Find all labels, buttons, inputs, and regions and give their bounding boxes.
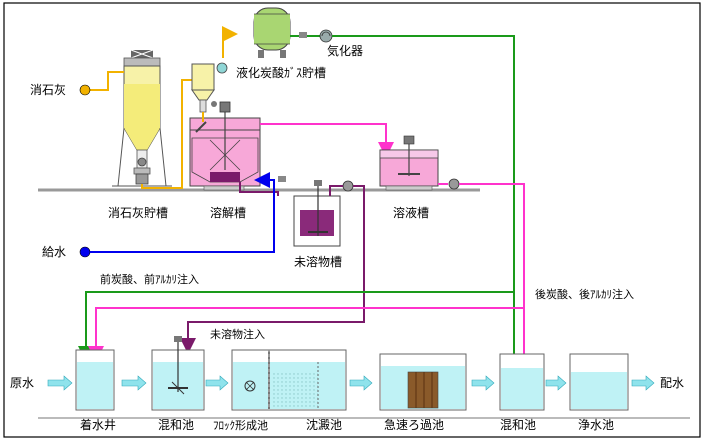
water-supply-line [90, 172, 275, 253]
label-undissolved-tank: 未溶物槽 [294, 255, 343, 269]
clear-well [569, 353, 629, 411]
undissolved-injection-line [180, 185, 365, 354]
receiving-well [75, 349, 115, 411]
label-water-supply: 給水 [42, 245, 67, 259]
solution-agitator-icon [403, 135, 415, 145]
label-co2-tank: 液化炭酸ｶﾞｽ貯槽 [236, 66, 327, 80]
pre-co2-line [78, 291, 514, 362]
label-mixing-basin-1: 混和池 [158, 418, 195, 432]
label-rapid-filter: 急速ろ過池 [384, 418, 445, 432]
flocculator-icon [244, 380, 256, 392]
post-alkali-line [459, 183, 532, 376]
undissolved-pump-icon [342, 180, 354, 192]
lime-inlet-pump-icon [79, 84, 91, 96]
label-mixing-basin-2: 混和池 [500, 418, 537, 432]
label-receiving-well: 着水井 [80, 418, 117, 432]
water-valve-icon [278, 176, 286, 182]
agitator-motor-icon [219, 101, 231, 113]
label-undissolved-injection: 未溶物注入 [210, 328, 265, 341]
label-flocculation: ﾌﾛｯｸ形成池 [213, 419, 268, 432]
rapid-filter-basin [379, 353, 467, 411]
mixing-basin-2 [499, 353, 545, 411]
solution-tank [379, 135, 439, 191]
slaked-lime-storage-tank [112, 49, 172, 187]
label-clear-well: 浄水池 [578, 418, 615, 432]
label-slaked-lime-storage: 消石灰貯槽 [108, 206, 169, 220]
pre-alkali-line [88, 307, 524, 362]
label-sedimentation: 沈澱池 [306, 418, 343, 432]
water-supply-pump-icon [79, 246, 91, 258]
label-pre-injection: 前炭酸、前ｱﾙｶﾘ注入 [100, 273, 199, 286]
label-distribution: 配水 [660, 376, 685, 390]
mixing-basin-1 [151, 336, 205, 411]
label-solution-tank: 溶液槽 [393, 206, 430, 220]
co2-storage-tank [253, 7, 291, 58]
co2-valve-icon [299, 32, 307, 38]
lime-transfer-line [141, 79, 194, 189]
mixer-motor-icon [174, 336, 182, 342]
solution-pump-icon [448, 178, 460, 190]
dissolving-tank [189, 101, 261, 191]
hopper-vent-filter-icon [216, 62, 228, 74]
outer-border [3, 2, 701, 438]
co2-main-line [332, 35, 522, 376]
undissolved-tank [293, 180, 341, 247]
label-raw-water: 原水 [10, 376, 35, 390]
lime-hopper [191, 62, 228, 113]
flocculation-sedimentation-basin [231, 349, 347, 411]
lime-inlet-line [88, 71, 124, 91]
hopper-vent-line [222, 26, 238, 58]
label-post-injection: 後炭酸、後ｱﾙｶﾘ注入 [535, 288, 634, 301]
label-vaporizer: 気化器 [327, 44, 364, 58]
undissolved-agitator-icon [314, 180, 322, 186]
label-dissolving-tank: 溶解槽 [210, 206, 247, 220]
label-slaked-lime: 消石灰 [30, 83, 67, 97]
solution-transfer-line [260, 123, 394, 158]
flow-arrows [47, 375, 655, 391]
